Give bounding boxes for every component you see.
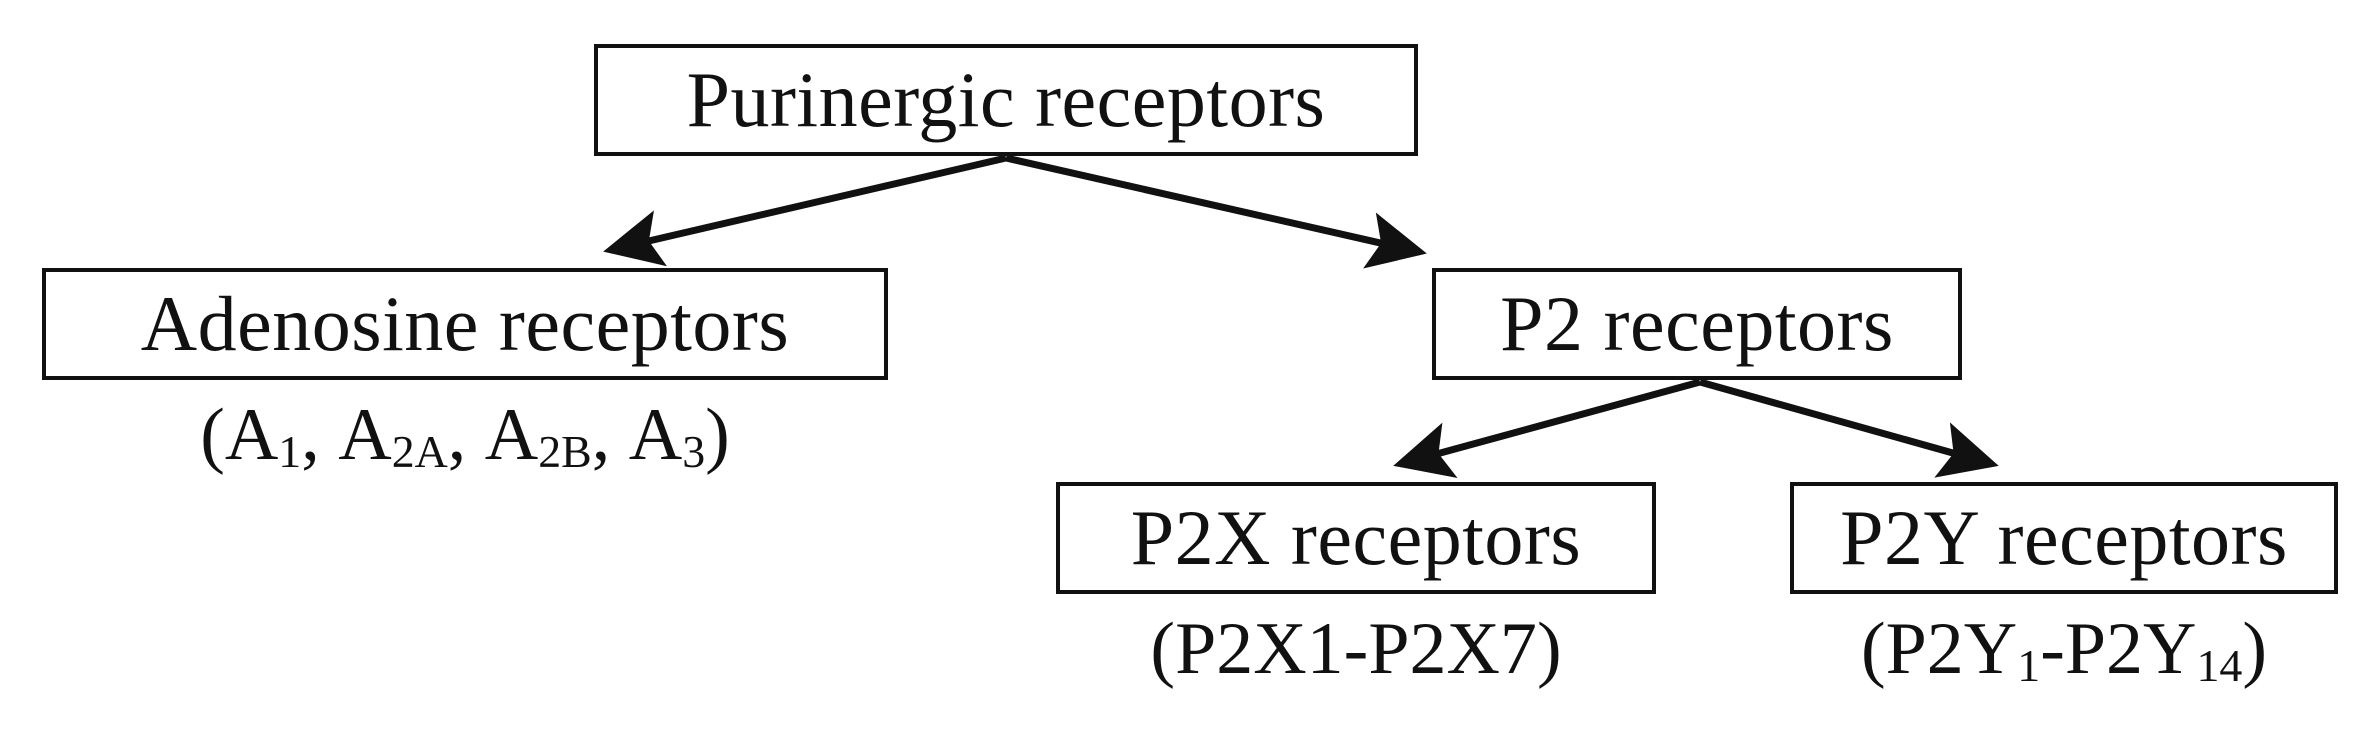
node-p2-receptors: P2 receptors [1432,268,1962,380]
p2y-range-start-base: P2Y [1885,608,2018,690]
subtype-a2b: A2B [484,394,592,478]
subtype-a3: A3 [628,394,706,478]
sublabel-adenosine-text: (A1, A2A, A2B, A3) [200,394,730,478]
p2y-open-paren: ( [1861,608,1886,690]
node-purinergic-receptors: Purinergic receptors [594,44,1418,156]
subtype-a2b-subscript: 2B [538,426,592,478]
p2x-open-paren: ( [1150,608,1176,690]
p2y-range-end-subscript: 14 [2196,640,2243,692]
p2x-range-end: P2X7 [1368,608,1537,690]
subtype-a2a: A2A [338,394,448,478]
node-adenosine-receptors: Adenosine receptors [42,268,888,380]
subtype-a2a-subscript: 2A [391,426,448,478]
node-purinergic-receptors-label: Purinergic receptors [686,56,1326,143]
subtype-a1-subscript: 1 [278,426,302,478]
node-p2-receptors-label: P2 receptors [1500,280,1894,367]
node-adenosine-receptors-label: Adenosine receptors [140,280,790,367]
edge-purinergic-to-adenosine [603,154,1007,267]
p2y-close-paren: ) [2242,608,2267,690]
p2x-close-paren: ) [1536,608,1562,690]
p2x-range-dash: - [1343,608,1369,690]
sublabel-p2x-subtypes: (P2X1-P2X7) [1056,612,1656,686]
p2y-range-start-subscript: 1 [2017,640,2041,692]
sublabel-p2x-text: (P2X1-P2X7) [1150,608,1561,690]
p2y-range-end-base: P2Y [2064,608,2197,690]
sublabel-p2y-subtypes: (P2Y1-P2Y14) [1790,612,2338,689]
edge-purinergic-to-p2 [1005,154,1427,269]
subtype-a1: A1 [224,394,302,478]
subtype-a3-subscript: 3 [682,426,706,478]
sublabel-p2y-text: (P2Y1-P2Y14) [1861,608,2267,690]
node-p2x-receptors-label: P2X receptors [1130,494,1582,581]
node-p2y-receptors-label: P2Y receptors [1840,494,2288,581]
edge-p2-to-p2x [1393,378,1701,479]
sublabel-adenosine-subtypes: (A1, A2A, A2B, A3) [42,398,888,475]
node-p2y-receptors: P2Y receptors [1790,482,2338,594]
node-p2x-receptors: P2X receptors [1056,482,1656,594]
edge-p2-to-p2y [1699,378,1999,478]
p2y-range-dash: - [2040,608,2065,690]
p2x-range-start: P2X1 [1175,608,1344,690]
